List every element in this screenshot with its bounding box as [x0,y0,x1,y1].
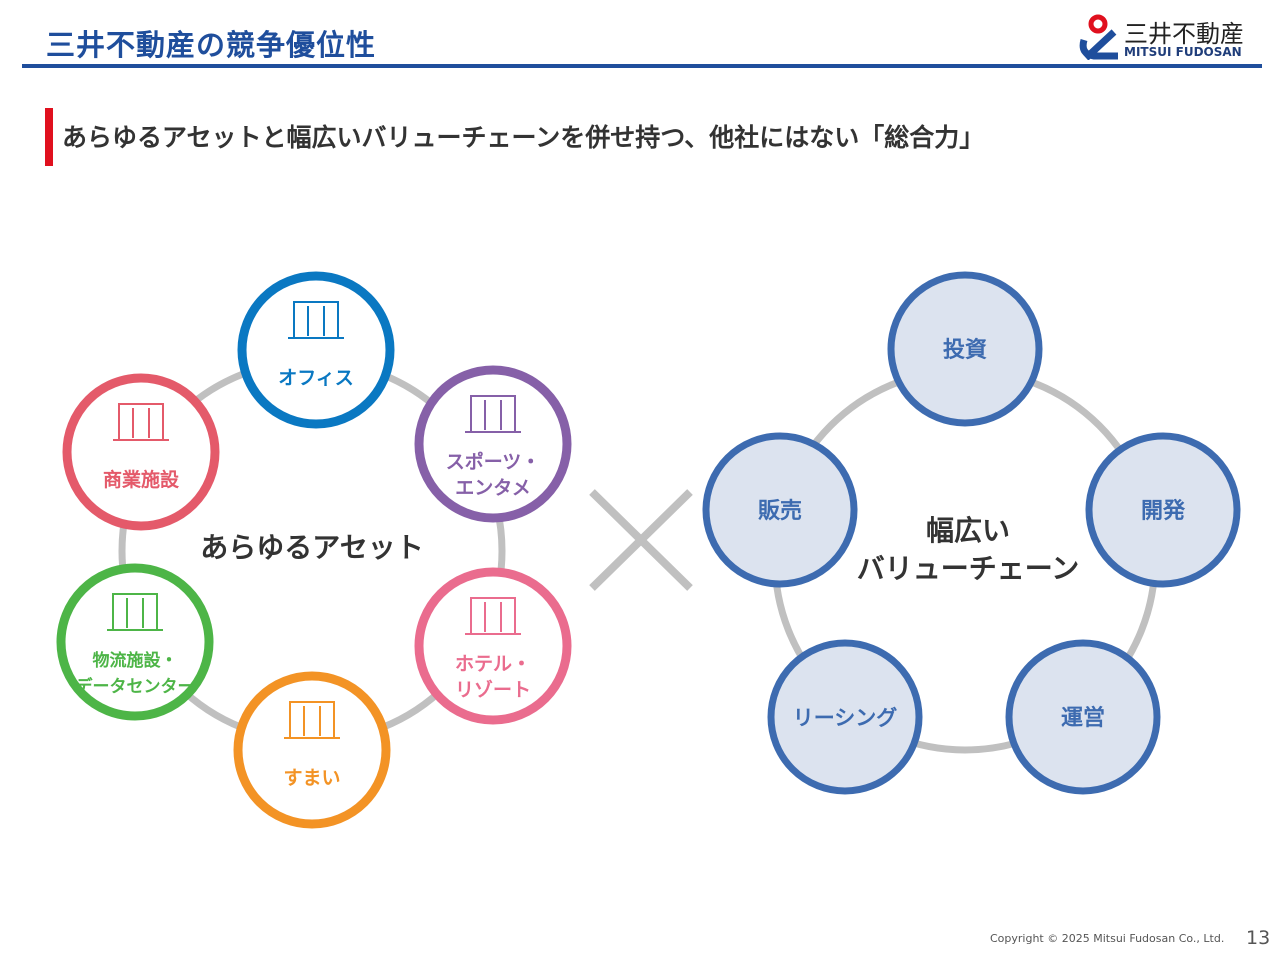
asset-label-2: リゾート [455,679,531,701]
asset-node: オフィス [237,271,395,429]
value-chain-label: 投資 [943,337,987,363]
value-chain-node: 販売 [702,432,858,588]
shop-cart-icon [113,403,169,441]
asset-label-2: エンタメ [455,477,530,499]
asset-label: スポーツ・ [446,450,541,473]
warehouse-icon [107,593,163,631]
copyright: Copyright © 2025 Mitsui Fudosan Co., Ltd… [990,932,1225,945]
asset-node: 商業施設 [62,373,220,531]
stadium-dome-icon [465,395,521,433]
assets-center-label: あらゆるアセット [200,531,423,564]
asset-node: 物流施設・データセンター [56,563,214,721]
ampersand-logo-icon [1079,14,1118,61]
value-chain-node: 運営 [1005,639,1161,795]
value-chain-label: 開発 [1141,499,1186,524]
housing-icon [284,701,340,739]
asset-node: スポーツ・エンタメ [414,365,572,523]
asset-label: 物流施設・ [93,650,178,671]
asset-node: すまい [233,671,391,829]
value-chain-label: リーシング [793,706,898,730]
asset-label: ホテル・ [455,653,531,675]
asset-label: すまい [283,767,340,789]
vc-center-label-1: 幅広い [926,514,1010,547]
company-logo: 三井不動産 MITSUI FUDOSAN [1078,14,1263,61]
subtitle: あらゆるアセットと幅広いバリューチェーンを併せ持つ、他社にはない「総合力」 [62,123,985,152]
value-chain-node: 投資 [887,271,1043,427]
cross-icon [589,489,693,591]
asset-label-2: データセンター [76,676,195,697]
page-number: 13 [1246,927,1271,949]
header-divider [22,64,1262,68]
logo-jp: 三井不動産 [1124,20,1244,48]
logo-en: MITSUI FUDOSAN [1124,45,1242,59]
page-title: 三井不動産の競争優位性 [46,28,377,62]
asset-label: 商業施設 [103,468,180,491]
value-chain-node: 開発 [1085,432,1241,588]
vc-center-label-2: バリューチェーン [857,552,1080,585]
asset-label: オフィス [278,367,354,389]
office-building-icon [288,301,344,339]
accent-bar [45,108,53,166]
hotel-icon [465,597,521,635]
value-chain-label: 運営 [1061,705,1105,731]
asset-node: ホテル・リゾート [414,567,572,725]
value-chain-node: リーシング [767,639,923,795]
value-chain-label: 販売 [758,498,802,524]
